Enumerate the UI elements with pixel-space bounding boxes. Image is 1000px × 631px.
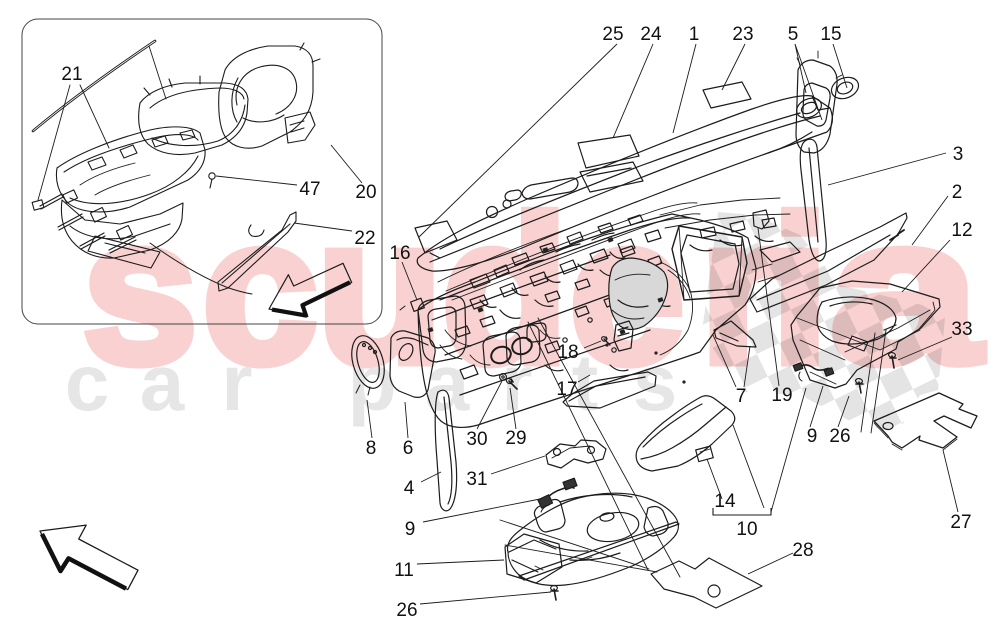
svg-text:10: 10	[736, 519, 757, 540]
svg-text:28: 28	[792, 540, 813, 561]
svg-text:26: 26	[829, 426, 850, 447]
svg-text:5: 5	[788, 24, 799, 45]
svg-text:15: 15	[820, 24, 841, 45]
svg-text:a: a	[140, 338, 185, 427]
svg-text:3: 3	[953, 144, 964, 165]
svg-text:7: 7	[736, 386, 747, 407]
svg-text:9: 9	[405, 519, 416, 540]
svg-text:11: 11	[394, 560, 414, 581]
svg-text:c: c	[65, 338, 110, 427]
svg-text:s: s	[82, 175, 198, 407]
svg-text:16: 16	[389, 243, 410, 264]
svg-text:23: 23	[732, 24, 753, 45]
svg-text:17: 17	[556, 379, 577, 400]
svg-text:r: r	[221, 338, 252, 427]
svg-text:4: 4	[404, 478, 415, 499]
svg-text:27: 27	[950, 512, 971, 533]
svg-text:6: 6	[403, 438, 414, 459]
svg-text:u: u	[316, 175, 443, 407]
svg-text:8: 8	[366, 438, 377, 459]
svg-text:22: 22	[354, 228, 375, 249]
svg-text:20: 20	[355, 182, 376, 203]
svg-text:12: 12	[951, 220, 972, 241]
svg-text:24: 24	[640, 24, 662, 45]
svg-text:33: 33	[951, 319, 972, 340]
svg-text:c: c	[202, 175, 318, 407]
svg-text:21: 21	[61, 64, 82, 85]
svg-text:29: 29	[505, 428, 526, 449]
svg-text:14: 14	[714, 491, 736, 512]
svg-text:30: 30	[466, 429, 487, 450]
svg-text:9: 9	[807, 426, 818, 447]
svg-text:25: 25	[602, 24, 623, 45]
svg-text:18: 18	[557, 342, 578, 363]
svg-text:19: 19	[771, 385, 792, 406]
svg-text:26: 26	[396, 600, 417, 621]
svg-text:2: 2	[952, 182, 963, 203]
svg-text:31: 31	[466, 469, 487, 490]
svg-text:1: 1	[689, 24, 700, 45]
svg-text:47: 47	[299, 179, 320, 200]
svg-text:t: t	[572, 338, 599, 427]
